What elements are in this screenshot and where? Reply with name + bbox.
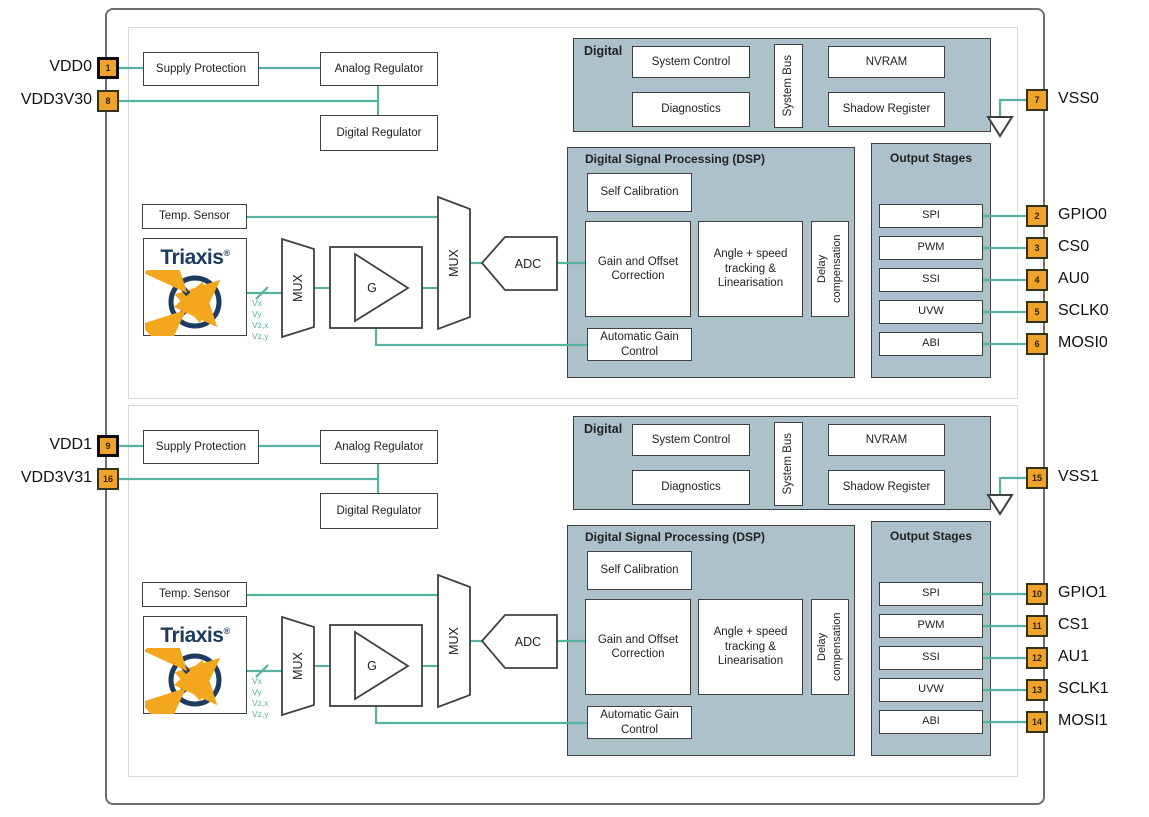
temp-sensor-block: Temp. Sensor [142, 204, 247, 229]
pin-au: 4 [1026, 269, 1048, 291]
pin-cs: 3 [1026, 237, 1048, 259]
output-mode-spi: SPI [879, 582, 983, 606]
triaxis-sensor-block: Triaxis® [140, 238, 247, 354]
triaxis-logo-text: Triaxis® [160, 246, 230, 269]
delay-compensation-block: Delay compensation [811, 599, 849, 695]
shadow-register-block: Shadow Register [828, 92, 945, 127]
pin-sclk: 5 [1026, 301, 1048, 323]
pin-label-mosi: MOSI1 [1058, 712, 1108, 729]
analog-regulator-block: Analog Regulator [320, 52, 438, 86]
delay-compensation-block: Delay compensation [811, 221, 849, 317]
system-bus-block: System Bus [774, 422, 803, 506]
system-control-block: System Control [632, 424, 750, 456]
supply-protection-block: Supply Protection [143, 430, 259, 464]
pin-label-au: AU0 [1058, 270, 1090, 287]
shadow-register-block: Shadow Register [828, 470, 945, 505]
output-stages-title: Output Stages [889, 151, 972, 165]
pin-label-vdd3v3: VDD3V30 [20, 91, 92, 108]
pin-label-vss: VSS1 [1058, 468, 1099, 485]
angle-speed-block: Angle + speed tracking & Linearisation [698, 221, 803, 317]
pin-vss: 15 [1026, 467, 1048, 489]
pin-au: 12 [1026, 647, 1048, 669]
nvram-block: NVRAM [828, 46, 945, 78]
gain-offset-block: Gain and Offset Correction [585, 221, 691, 317]
output-mode-uvw: UVW [879, 678, 983, 702]
output-mode-abi: ABI [879, 332, 983, 356]
pin-sclk: 13 [1026, 679, 1048, 701]
analog-regulator-block: Analog Regulator [320, 430, 438, 464]
digital-block-title: Digital [584, 422, 623, 436]
dsp-title: Digital Signal Processing (DSP) [585, 530, 766, 544]
digital-block-title: Digital [584, 44, 623, 58]
self-calibration-block: Self Calibration [587, 173, 692, 212]
pin-label-cs: CS0 [1058, 238, 1090, 255]
pin-vdd: 9 [97, 435, 119, 457]
output-mode-ssi: SSI [879, 646, 983, 670]
triaxis-sensor-block: Triaxis® [140, 616, 247, 732]
pin-gpio: 10 [1026, 583, 1048, 605]
agc-block: Automatic Gain Control [587, 706, 692, 739]
triaxis-logo-icon [140, 625, 222, 732]
output-mode-spi: SPI [879, 204, 983, 228]
triaxis-logo-icon [140, 247, 222, 354]
agc-block: Automatic Gain Control [587, 328, 692, 361]
digital-regulator-block: Digital Regulator [320, 115, 438, 151]
diagnostics-block: Diagnostics [632, 92, 750, 127]
pin-label-cs: CS1 [1058, 616, 1090, 633]
supply-protection-block: Supply Protection [143, 52, 259, 86]
dsp-title: Digital Signal Processing (DSP) [585, 152, 766, 166]
pin-label-vss: VSS0 [1058, 90, 1099, 107]
signal-labels: Vx Vy Vz,x Vz,y [252, 298, 269, 341]
system-control-block: System Control [632, 46, 750, 78]
pin-mosi: 14 [1026, 711, 1048, 733]
temp-sensor-block: Temp. Sensor [142, 582, 247, 607]
pin-vdd3v3: 16 [97, 468, 119, 490]
pin-label-mosi: MOSI0 [1058, 334, 1108, 351]
die-0-section: Supply Protection Analog Regulator Digit… [20, 27, 1109, 399]
pin-label-vdd3v3: VDD3V31 [20, 469, 92, 486]
gain-offset-block: Gain and Offset Correction [585, 599, 691, 695]
output-mode-pwm: PWM [879, 236, 983, 260]
digital-regulator-block: Digital Regulator [320, 493, 438, 529]
pin-label-gpio: GPIO1 [1058, 584, 1107, 601]
self-calibration-block: Self Calibration [587, 551, 692, 590]
pin-mosi: 6 [1026, 333, 1048, 355]
diagnostics-block: Diagnostics [632, 470, 750, 505]
pin-label-gpio: GPIO0 [1058, 206, 1107, 223]
nvram-block: NVRAM [828, 424, 945, 456]
output-mode-ssi: SSI [879, 268, 983, 292]
die-1-section: Supply Protection Analog Regulator Digit… [0, 378, 1149, 787]
signal-labels: Vx Vy Vz,x Vz,y [252, 676, 269, 719]
angle-speed-block: Angle + speed tracking & Linearisation [698, 599, 803, 695]
output-mode-abi: ABI [879, 710, 983, 734]
output-mode-uvw: UVW [879, 300, 983, 324]
pin-label-sclk: SCLK1 [1058, 680, 1109, 697]
system-bus-block: System Bus [774, 44, 803, 128]
pin-label-sclk: SCLK0 [1058, 302, 1109, 319]
pin-vdd: 1 [97, 57, 119, 79]
pin-label-au: AU1 [1058, 648, 1090, 665]
output-mode-pwm: PWM [879, 614, 983, 638]
pin-label-vdd: VDD1 [49, 436, 92, 453]
pin-vdd3v3: 8 [97, 90, 119, 112]
triaxis-logo-text: Triaxis® [160, 624, 230, 647]
pin-label-vdd: VDD0 [49, 58, 92, 75]
pin-gpio: 2 [1026, 205, 1048, 227]
output-stages-title: Output Stages [889, 529, 972, 543]
pin-cs: 11 [1026, 615, 1048, 637]
pin-vss: 7 [1026, 89, 1048, 111]
